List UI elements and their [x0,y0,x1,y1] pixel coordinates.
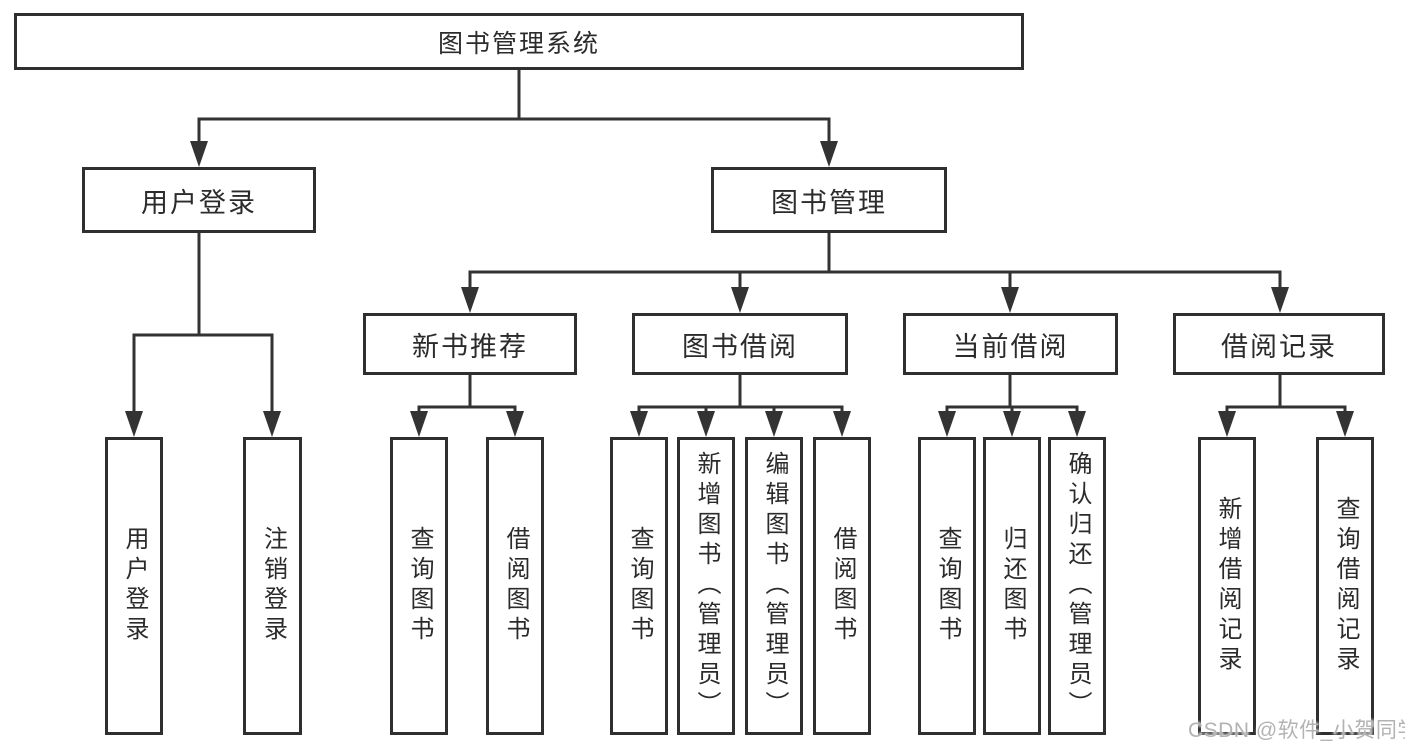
arrowhead [190,141,208,167]
node-label: 用户登录 [141,187,257,218]
node-label: 图书借阅 [682,331,798,362]
node-label: 图书管理系统 [437,29,600,58]
arrowhead [1336,411,1354,437]
arrowhead [1001,287,1019,313]
leaf-add-books-admin: 新增图书（管理员） [677,437,735,735]
leaf-add-borrow-record: 新增借阅记录 [1198,437,1256,735]
arrowhead [765,411,783,437]
arrowhead [820,141,838,167]
leaf-query-books-current: 查询图书 [918,437,976,735]
arrowhead [630,411,648,437]
connector-book-management-children [461,233,1289,313]
arrowhead [506,411,524,437]
arrowhead [1271,287,1289,313]
connector-book-borrow-children [630,375,851,437]
leaf-label: 查询借阅记录 [1332,496,1359,676]
arrowhead [1003,411,1021,437]
arrowhead [731,287,749,313]
arrowhead [1068,411,1086,437]
arrowhead [697,411,715,437]
leaf-label: 确认归还（管理员） [1064,451,1091,721]
node-book-management-system: 图书管理系统 [14,13,1024,70]
leaf-label: 新增借阅记录 [1214,496,1241,676]
node-label: 借阅记录 [1221,331,1337,362]
node-label: 图书管理 [771,187,887,218]
connector-new-book-children [410,375,524,437]
node-book-management: 图书管理 [711,167,947,233]
leaf-label: 新增图书（管理员） [693,451,720,721]
leaf-return-books: 归还图书 [983,437,1041,735]
node-borrowing-records: 借阅记录 [1173,313,1385,375]
leaf-label: 注销登录 [259,526,287,646]
arrowhead [410,411,428,437]
arrowhead [263,411,281,437]
leaf-label: 查询图书 [406,526,433,646]
leaf-label: 借阅图书 [502,526,529,646]
node-label: 当前借阅 [952,331,1069,362]
leaf-label: 编辑图书（管理员） [761,451,788,721]
leaf-query-books-borrow: 查询图书 [610,437,668,735]
leaf-borrow-books-new: 借阅图书 [486,437,544,735]
leaf-label: 用户登录 [121,526,148,646]
leaf-label: 归还图书 [999,526,1026,646]
leaf-query-borrow-record: 查询借阅记录 [1316,437,1374,735]
watermark: CSDN @软件_小贺同学 [1188,719,1405,742]
arrowhead [1218,411,1236,437]
leaf-edit-books-admin: 编辑图书（管理员） [745,437,803,735]
leaf-label: 查询图书 [934,526,961,646]
connector-root-children [190,70,838,167]
leaf-query-books-new: 查询图书 [390,437,448,735]
connector-user-login-children [125,233,281,437]
node-user-login: 用户登录 [82,167,316,233]
node-new-book-recommend: 新书推荐 [363,313,577,375]
leaf-borrow-books: 借阅图书 [813,437,871,735]
node-label: 新书推荐 [412,331,528,362]
node-current-borrowing: 当前借阅 [903,313,1118,375]
connector-current-borrow-children [938,375,1086,437]
leaf-user-login: 用户登录 [105,437,163,735]
connector-borrow-records-children [1218,375,1354,437]
arrowhead [125,411,143,437]
arrowhead [833,411,851,437]
leaf-label: 借阅图书 [829,526,856,646]
arrowhead [938,411,956,437]
leaf-confirm-return-admin: 确认归还（管理员） [1048,437,1106,735]
node-book-borrowing: 图书借阅 [632,313,848,375]
leaf-logout-login: 注销登录 [243,437,302,735]
leaf-label: 查询图书 [626,526,653,646]
arrowhead [461,287,479,313]
